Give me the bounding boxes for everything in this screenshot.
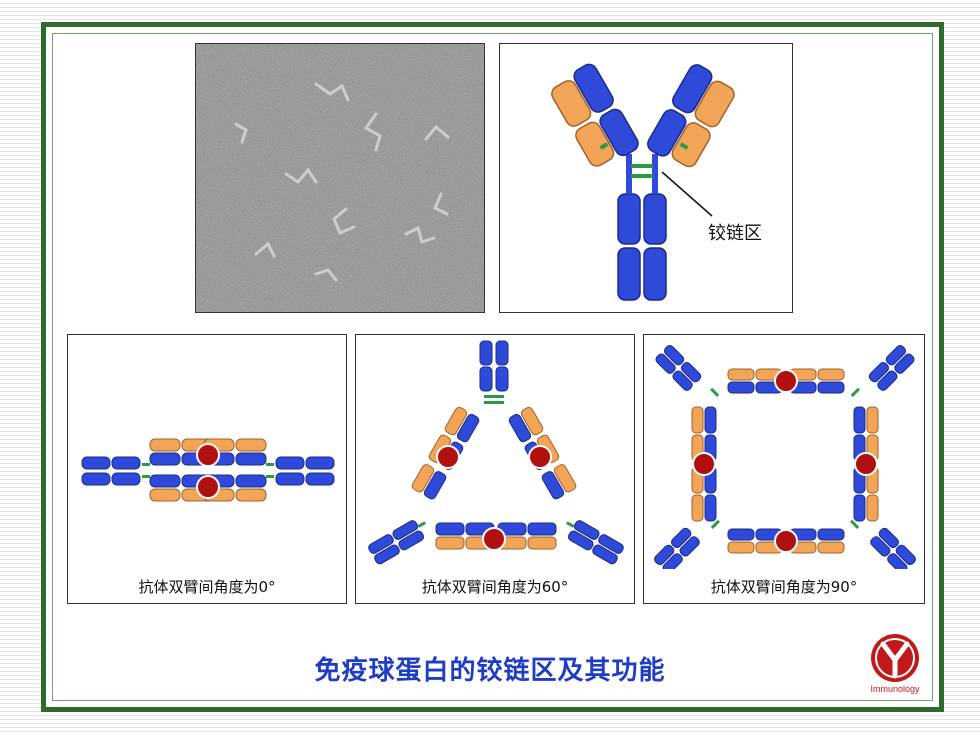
antigen-dot xyxy=(774,529,798,553)
angle-60-diagram xyxy=(368,340,624,565)
antigen-dot xyxy=(528,445,552,469)
antibody-diagram xyxy=(551,63,735,301)
angle-0-caption: 抗体双臂间角度为0° xyxy=(138,578,276,596)
micrograph-image xyxy=(196,44,484,312)
logo-text: Immunology xyxy=(870,684,920,694)
angle-60-panel: 抗体双臂间角度为60° xyxy=(355,334,635,604)
antigen-dot xyxy=(196,475,220,499)
antibody-diagram-panel: 铰链区 xyxy=(499,43,793,313)
electron-micrograph xyxy=(195,43,485,313)
angle-0-panel: 抗体双臂间角度为0° xyxy=(67,334,347,604)
antigen-dot xyxy=(196,443,220,467)
antigen-dot xyxy=(482,527,506,551)
angle-90-caption: 抗体双臂间角度为90° xyxy=(710,578,858,596)
antigen-dot xyxy=(854,452,878,476)
hinge-region-label: 铰链区 xyxy=(708,223,762,244)
angle-90-panel: 抗体双臂间角度为90° xyxy=(643,334,925,604)
antigen-dot xyxy=(692,452,716,476)
antigen-dot xyxy=(774,369,798,393)
antibody-logo-icon xyxy=(871,634,919,682)
angle-0-diagram xyxy=(81,438,335,502)
immunology-logo: Immunology xyxy=(855,632,935,696)
antigen-dot xyxy=(436,445,460,469)
slide-title: 免疫球蛋白的铰链区及其功能 xyxy=(314,656,666,686)
slide-frame-inner xyxy=(52,33,933,701)
angle-90-diagram xyxy=(654,345,916,574)
angle-60-caption: 抗体双臂间角度为60° xyxy=(421,578,569,596)
